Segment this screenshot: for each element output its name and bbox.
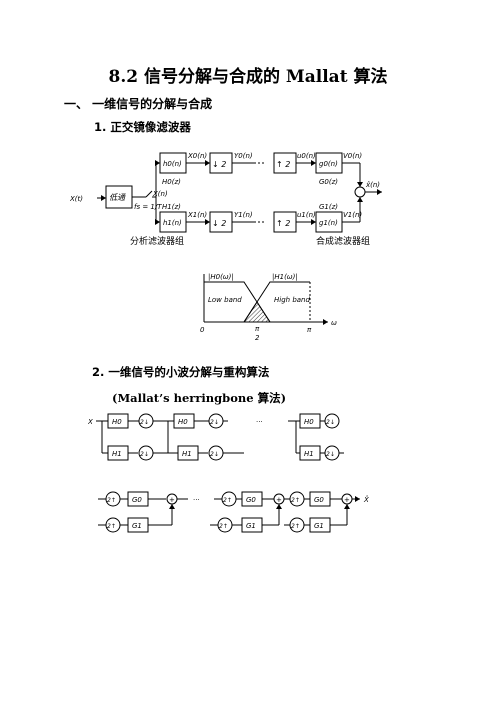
downsample-3-upper: 2↓ — [326, 419, 335, 426]
low-band-label: Low band — [208, 296, 242, 304]
h1-box-3: H1 — [304, 450, 314, 458]
half-pi-numerator: π — [255, 325, 260, 333]
qmf-filter-bank-diagram: X(t) 低通 X(n) fs = 1/T h0(n) H0(z) h1(n) … — [70, 152, 382, 247]
v1-label: V1(n) — [343, 211, 362, 219]
g1-box-2: G1 — [246, 522, 256, 530]
recon-ellipsis: ··· — [193, 496, 200, 504]
h1-box-1: H1 — [112, 450, 122, 458]
u0-label: u0(n) — [297, 152, 316, 160]
g1-box-1: G1 — [132, 522, 142, 530]
upsample-3-lower: 2↑ — [291, 523, 300, 530]
upsample-1-upper: 2↑ — [107, 497, 116, 504]
g0-box-1: G0 — [132, 496, 142, 504]
downsample-lower-label: ↓ 2 — [212, 219, 226, 228]
h1-label: h1(n) — [163, 219, 182, 227]
decomp-ellipsis: ··· — [256, 418, 263, 426]
downsample-2-lower: 2↓ — [210, 451, 219, 458]
output-signal-label: x̂(n) — [365, 181, 380, 189]
g1-label: g1(n) — [319, 219, 338, 227]
g0-box-2: G0 — [246, 496, 256, 504]
y1-label: Y1(n) — [234, 211, 253, 219]
upsample-upper-label: ↑ 2 — [276, 160, 290, 169]
half-pi-denominator: 2 — [255, 334, 260, 342]
h0-box-3: H0 — [304, 418, 314, 426]
downsample-1-upper: 2↓ — [140, 419, 149, 426]
g1-box-3: G1 — [314, 522, 324, 530]
herringbone-caption: (Mallat’s herringbone 算法) — [112, 391, 287, 405]
g0-label: g0(n) — [319, 160, 338, 168]
lowpass-label: 低通 — [109, 193, 126, 202]
upsample-3-upper: 2↑ — [291, 497, 300, 504]
page-title: 8.2 信号分解与合成的 Mallat 算法 — [108, 67, 388, 87]
high-band-label: High band — [274, 296, 310, 304]
h0-box-1: H0 — [112, 418, 122, 426]
h0-box-2: H0 — [178, 418, 188, 426]
x0-label: X0(n) — [187, 152, 207, 160]
wavelet-decomposition-diagram: X H0 H1 2↓ 2↓ H0 H1 2↓ 2↓ ··· H0 H1 2↓ 2… — [88, 413, 344, 461]
v0-label: V0(n) — [343, 152, 362, 160]
analysis-bank-caption: 分析滤波器组 — [130, 235, 184, 247]
input-signal-label: X(t) — [70, 195, 83, 203]
downsample-1-lower: 2↓ — [140, 451, 149, 458]
downsample-upper-label: ↓ 2 — [212, 160, 226, 169]
wavelet-reconstruction-diagram: 2↑ 2↑ G0 G1 + ··· 2↑ 2↑ G0 G1 + 2↑ 2↑ G0… — [98, 491, 369, 533]
adder-circle — [354, 186, 366, 198]
decomp-input-label: X — [88, 418, 93, 426]
y0-label: Y0(n) — [234, 152, 253, 160]
u1-label: u1(n) — [297, 211, 316, 219]
subsection-wavelet-heading: 2. 一维信号的小波分解与重构算法 — [92, 365, 270, 379]
omega-axis-label: ω — [331, 319, 337, 327]
synthesis-bank-caption: 合成滤波器组 — [316, 235, 370, 247]
H1-transfer-label: H1(z) — [162, 203, 181, 211]
H1-magnitude-label: |H1(ω)| — [272, 273, 298, 281]
subsection-qmf-heading: 1. 正交镜像滤波器 — [94, 120, 191, 134]
section-heading-1d-signal: 一、 一维信号的分解与合成 — [64, 97, 213, 111]
frequency-response-diagram: |H0(ω)| |H1(ω)| Low band High band 0 π 2… — [200, 273, 337, 342]
adder-2: + — [276, 496, 282, 504]
x1-label: X1(n) — [187, 211, 207, 219]
pi-label: π — [307, 326, 312, 334]
g0-box-3: G0 — [314, 496, 324, 504]
G1-transfer-label: G1(z) — [319, 203, 338, 211]
upsample-2-lower: 2↑ — [219, 523, 228, 530]
G0-transfer-label: G0(z) — [319, 178, 338, 186]
adder-1: + — [169, 496, 175, 504]
sampling-rate-label: fs = 1/T — [134, 203, 162, 211]
H0-transfer-label: H0(z) — [162, 178, 181, 186]
sampled-signal-label: X(n) — [152, 190, 168, 198]
downsample-3-lower: 2↓ — [326, 451, 335, 458]
origin-label: 0 — [200, 326, 205, 334]
upsample-2-upper: 2↑ — [223, 497, 232, 504]
adder-3: + — [344, 496, 350, 504]
downsample-2-upper: 2↓ — [210, 419, 219, 426]
h0-label: h0(n) — [163, 160, 182, 168]
upsample-lower-label: ↑ 2 — [276, 219, 290, 228]
recon-output-label: X̂ — [363, 496, 369, 504]
h1-box-2: H1 — [182, 450, 192, 458]
H0-magnitude-label: |H0(ω)| — [208, 273, 234, 281]
upsample-1-lower: 2↑ — [107, 523, 116, 530]
